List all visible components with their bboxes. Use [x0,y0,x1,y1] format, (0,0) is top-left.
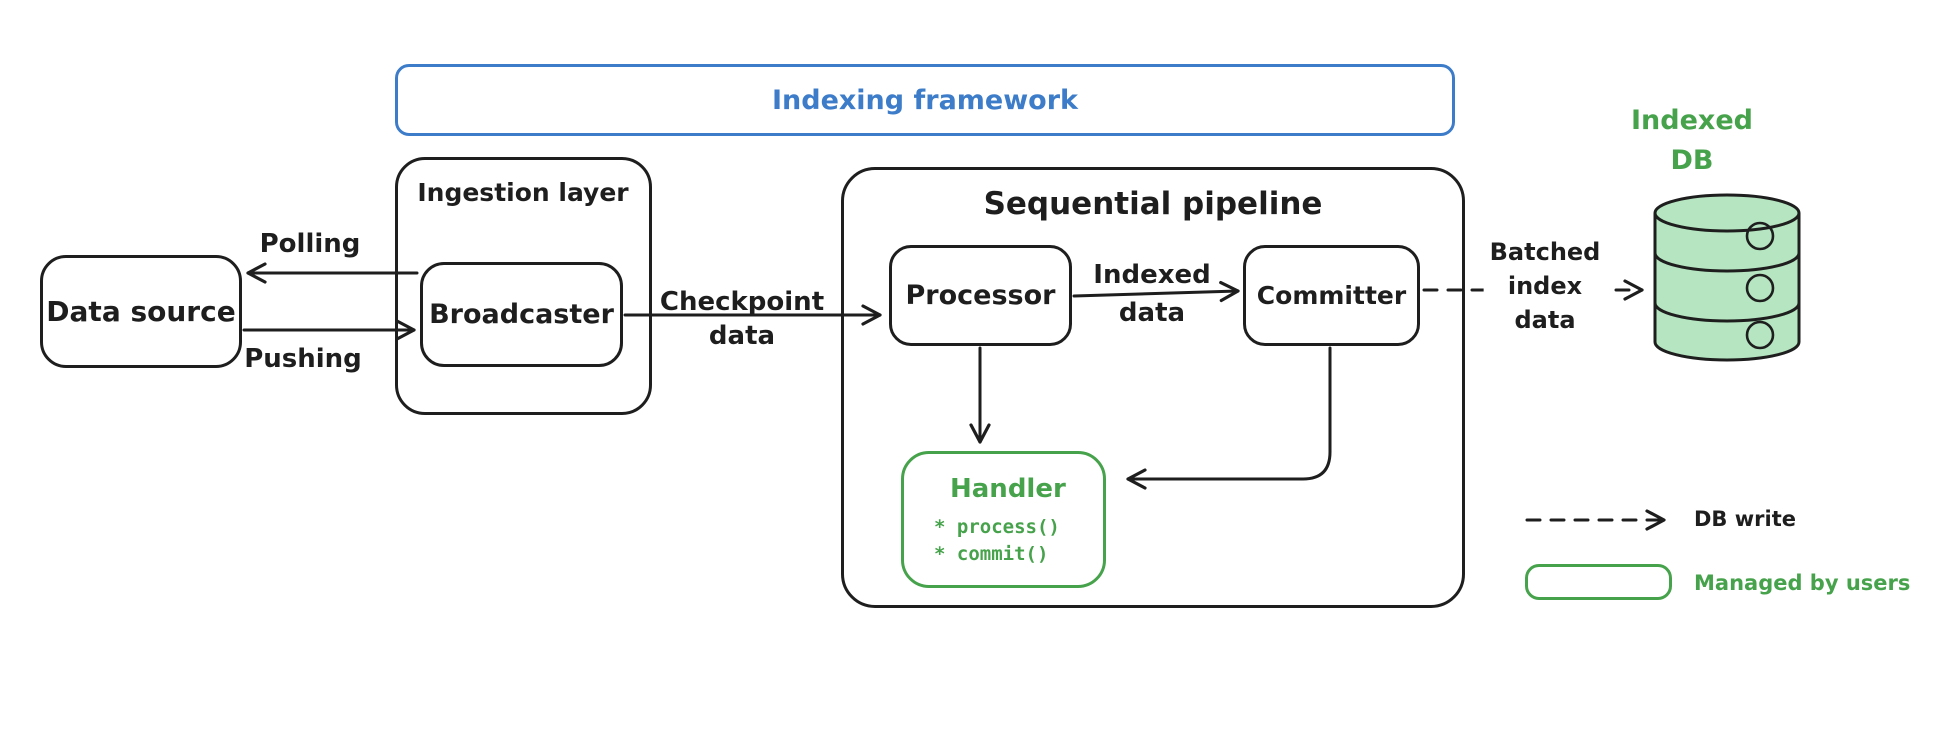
legend-db-write-label: DB write [1694,507,1796,531]
indexed-data-line1: Indexed [1093,260,1211,290]
handler-method-process: * process() [934,516,1060,538]
handler-label: Handler [950,474,1066,504]
indexing-framework-frame: Indexing framework [395,64,1455,136]
data-source-node: Data source [40,255,242,368]
batched-index-data-label: Batched index data [1483,234,1607,338]
batched-index-line1: Batched [1489,238,1601,266]
batched-index-line2: index [1507,272,1583,300]
committer-to-handler-arrow [1126,346,1332,490]
db-dot-1 [1745,221,1775,251]
broadcaster-node: Broadcaster [420,262,623,367]
batched-index-line3: data [1514,306,1576,334]
broadcaster-label: Broadcaster [429,299,614,330]
ingestion-layer-box [395,157,652,415]
checkpoint-data-line1: Checkpoint [659,287,825,317]
db-cylinder-separator-2 [1653,302,1801,323]
processor-node: Processor [889,245,1072,346]
data-source-label: Data source [46,295,236,328]
db-cylinder-body [1653,193,1801,362]
indexed-data-line2: data [1118,298,1186,328]
committer-label: Committer [1256,281,1407,310]
sequential-pipeline-label: Sequential pipeline [983,186,1323,222]
indexed-db-line1: Indexed [1631,105,1753,136]
checkpoint-data-line2: data [708,321,776,351]
sequential-pipeline-box [841,167,1465,608]
indexed-db-label: Indexed DB [1631,101,1753,181]
indexed-data-arrow [1072,280,1240,303]
pushing-label: Pushing [244,344,362,374]
checkpoint-data-label: Checkpoint data [660,285,824,353]
db-cylinder-separator-1 [1653,252,1801,273]
committer-node: Committer [1243,245,1420,346]
handler-node: Handler * process() * commit() [901,451,1106,588]
handler-method-commit: * commit() [934,543,1049,565]
indexing-framework-title: Indexing framework [771,84,1079,116]
processor-label: Processor [905,280,1056,311]
legend-managed-box [1525,564,1672,600]
ingestion-layer-label: Ingestion layer [417,178,629,207]
indexed-db-cylinder [1653,193,1801,362]
db-cylinder-top-ellipse [1653,212,1801,233]
legend-managed-label: Managed by users [1694,571,1911,595]
indexed-data-label: Indexed data [1093,256,1210,332]
indexed-db-line2: DB [1670,145,1714,176]
db-dot-3 [1745,320,1775,350]
polling-label: Polling [259,229,361,259]
db-dot-2 [1745,273,1775,303]
